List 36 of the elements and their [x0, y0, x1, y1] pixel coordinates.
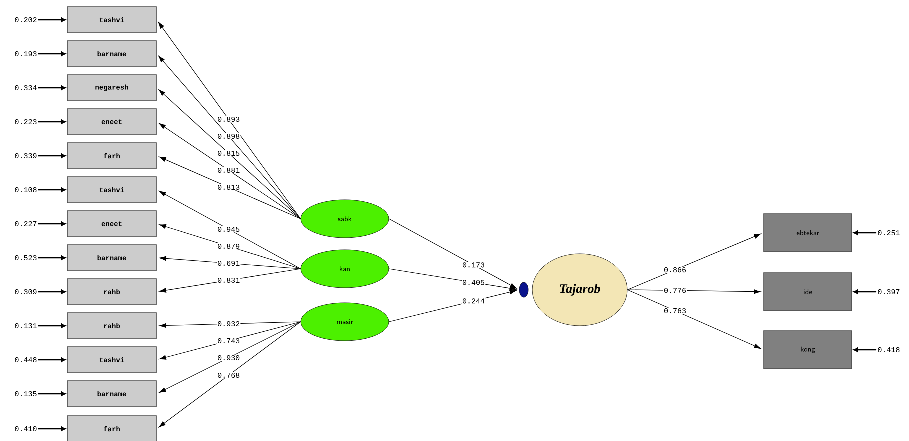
arrow [38, 324, 66, 328]
arrow [38, 154, 66, 158]
arrow [159, 191, 302, 270]
arrow [159, 224, 302, 270]
arrow [854, 290, 877, 294]
arrow [38, 426, 66, 432]
arrow [38, 18, 66, 22]
arrow [388, 218, 517, 289]
arrow [158, 22, 302, 220]
arrow [38, 358, 66, 362]
arrow [159, 322, 302, 360]
arrow [627, 290, 761, 294]
arrow [159, 156, 302, 220]
arrow [627, 234, 762, 290]
arrow [854, 348, 877, 352]
arrow [38, 86, 66, 90]
arrow [158, 56, 302, 220]
arrow [854, 230, 877, 236]
arrow [160, 268, 302, 293]
arrow [38, 392, 66, 396]
junction-dot [519, 282, 529, 298]
arrow [158, 90, 302, 220]
arrow [38, 290, 66, 294]
arrow [159, 322, 302, 428]
arrow [159, 322, 302, 393]
arrow [38, 256, 66, 260]
arrow [627, 290, 762, 350]
arrow [38, 120, 66, 124]
arrow [160, 322, 302, 328]
arrow [38, 222, 66, 226]
arrow [38, 188, 66, 192]
arrow [160, 256, 302, 270]
arrow [159, 123, 302, 220]
arrow [38, 52, 66, 56]
arrow [388, 268, 517, 291]
arrow [388, 290, 517, 322]
